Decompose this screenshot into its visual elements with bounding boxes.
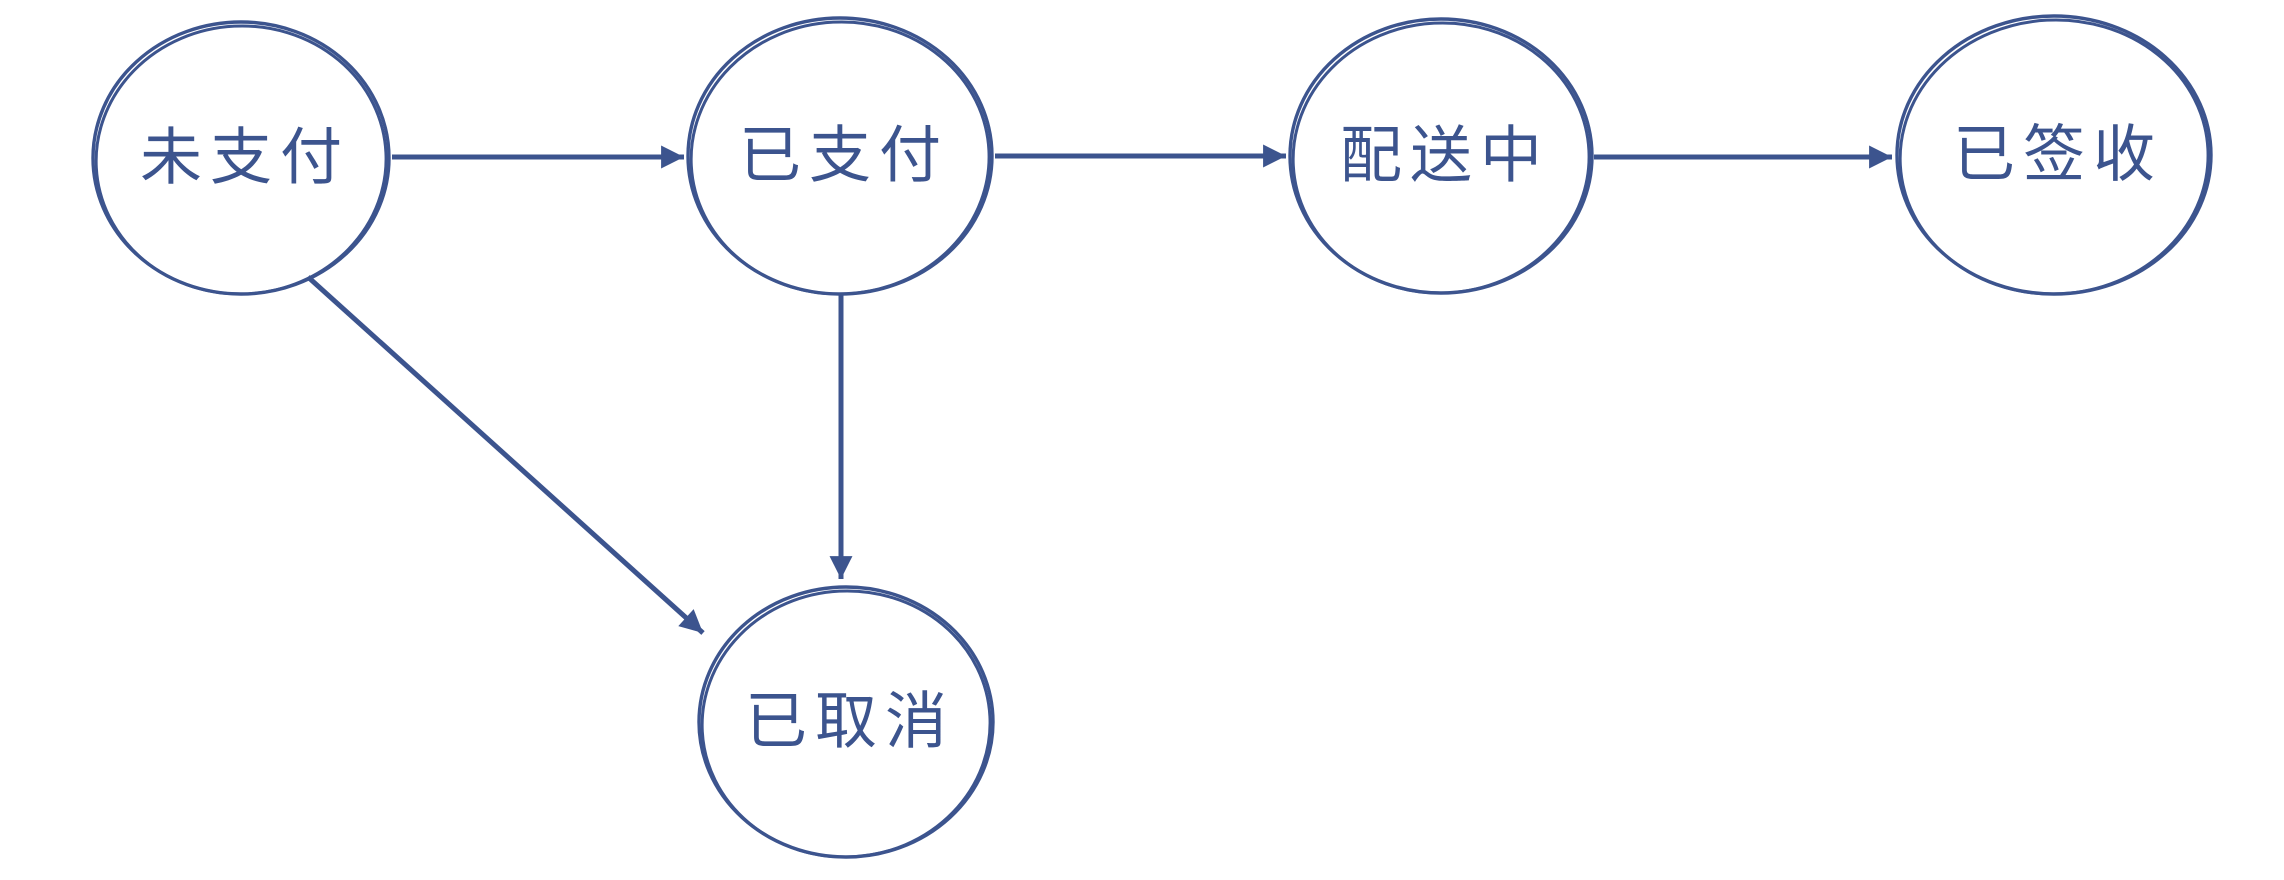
node-cancelled: 已取消 <box>697 585 995 859</box>
node-circle-pass2-unpaid <box>94 24 388 296</box>
node-paid: 已支付 <box>686 16 994 296</box>
node-circle-pass2-shipping <box>1291 21 1591 295</box>
node-label-shipping: 配送中 <box>1340 122 1550 191</box>
node-circle-pass2-paid <box>689 20 991 296</box>
node-signed: 已签收 <box>1895 14 2213 296</box>
node-label-signed: 已签收 <box>1953 121 2163 190</box>
node-label-unpaid: 未支付 <box>140 124 350 193</box>
edge-unpaid-cancelled <box>306 275 705 635</box>
node-unpaid: 未支付 <box>91 20 391 296</box>
node-circle-pass2-signed <box>1898 18 2210 296</box>
node-label-cancelled: 已取消 <box>745 688 955 757</box>
edges-layer <box>306 144 1892 635</box>
node-label-paid: 已支付 <box>739 122 949 191</box>
node-shipping: 配送中 <box>1288 17 1594 295</box>
node-circle-pass2-cancelled <box>700 589 992 859</box>
